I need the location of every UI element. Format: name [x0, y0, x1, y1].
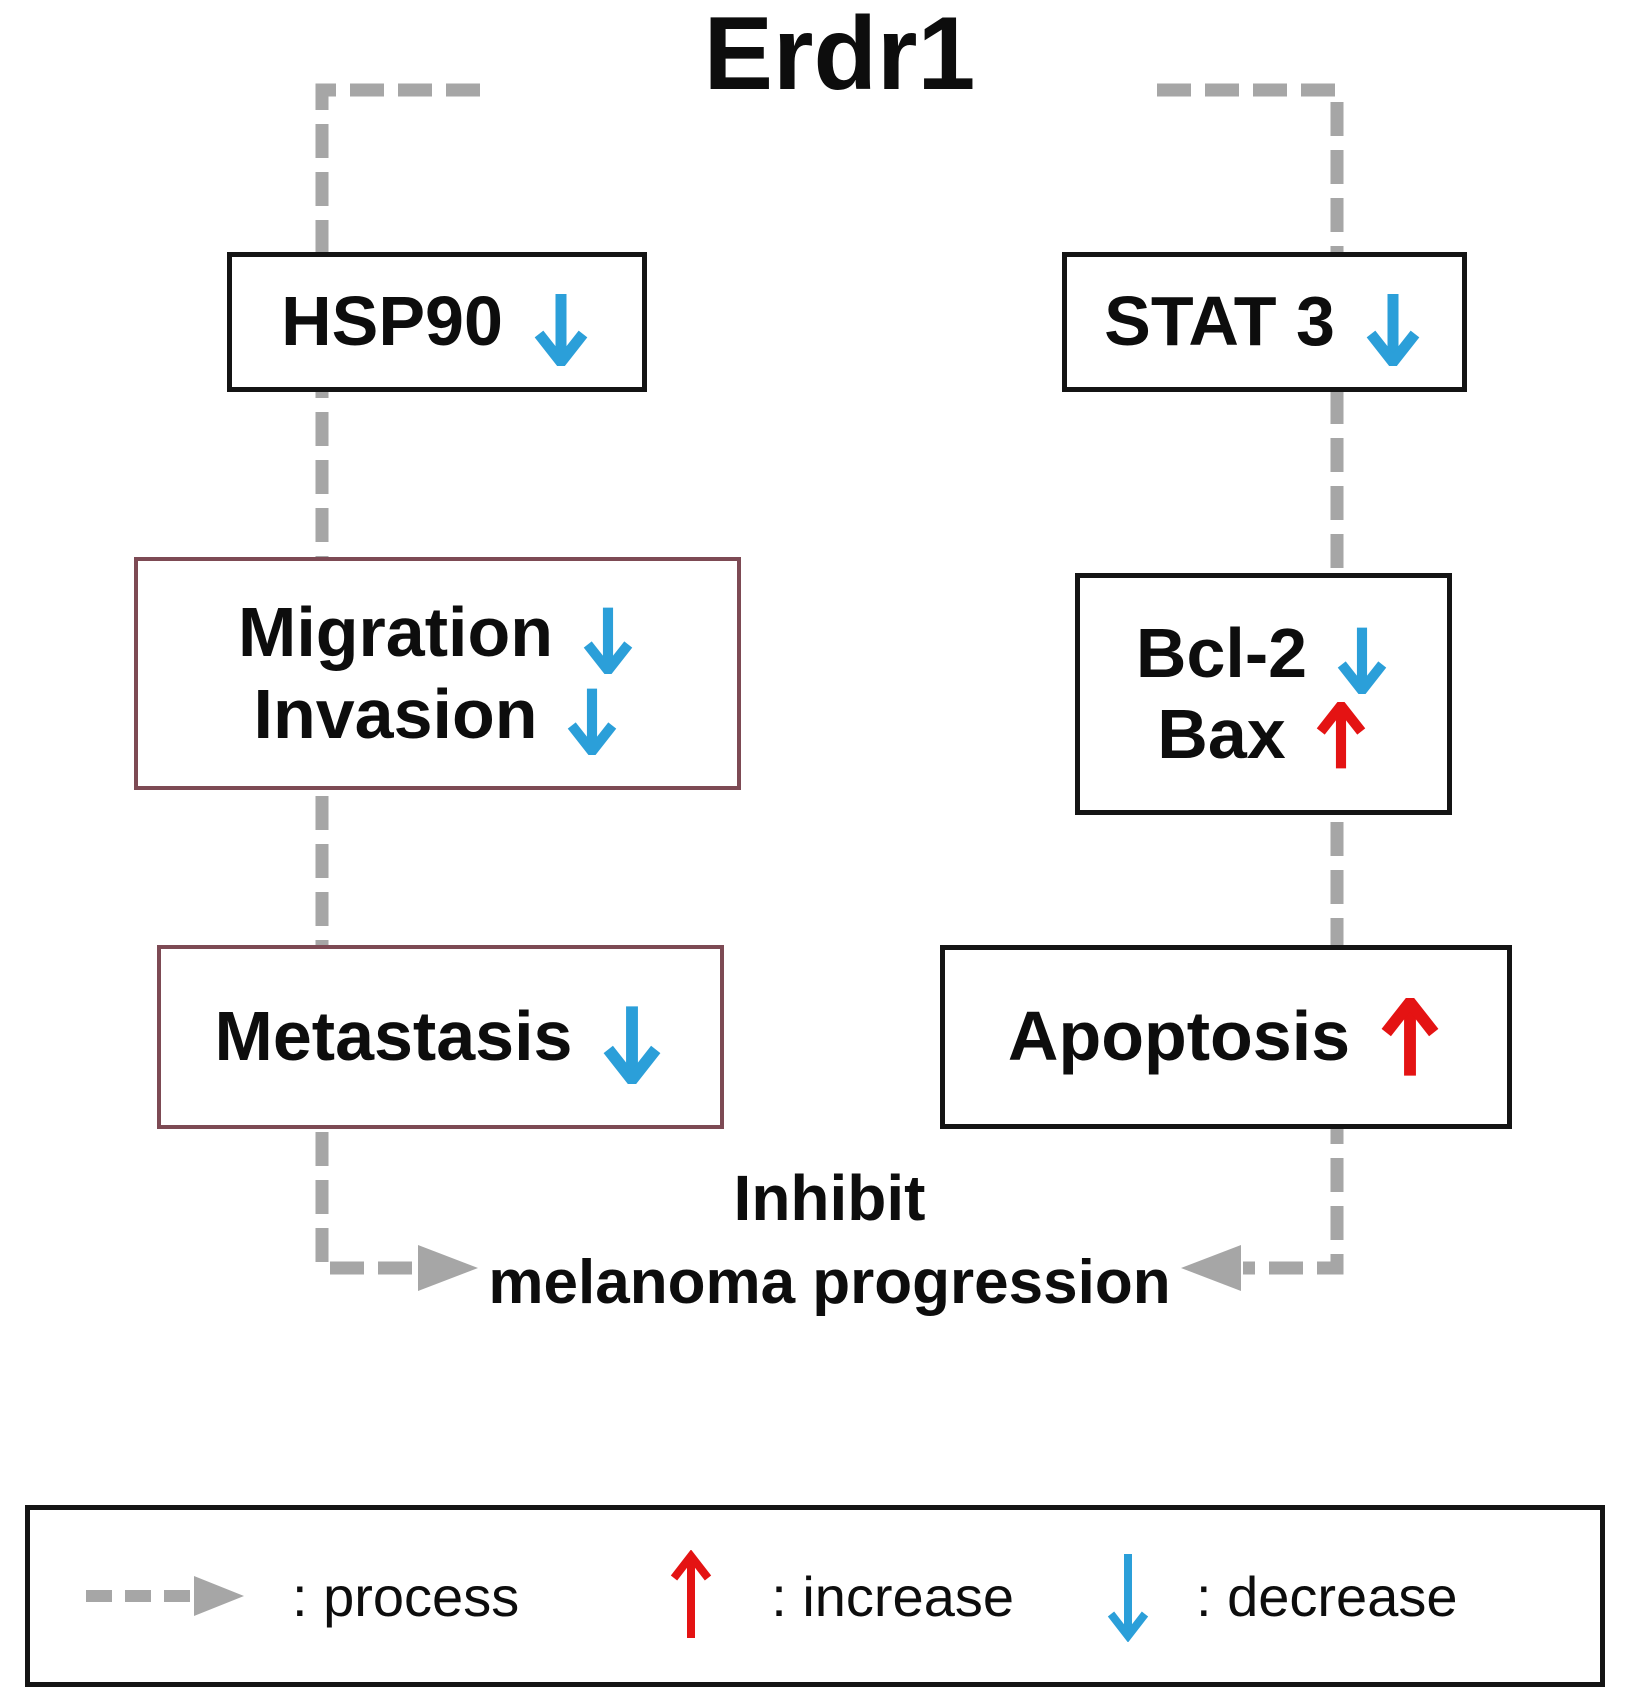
bcl2-label: Bcl-2	[1135, 613, 1308, 692]
migration-invasion-box: Migration Invasion	[134, 557, 741, 790]
stat3-label: STAT 3	[1104, 282, 1335, 361]
increase-arrow-icon	[669, 1549, 713, 1642]
bcl2-row: Bcl-2	[1135, 613, 1391, 695]
decrease-arrow-icon	[563, 679, 621, 756]
left-process-arrowhead-icon	[418, 1245, 478, 1291]
legend-box: : process : increase : decrease	[25, 1505, 1605, 1687]
invasion-row: Invasion	[253, 674, 622, 756]
decrease-arrow-icon	[579, 598, 637, 674]
hsp90-label: HSP90	[281, 282, 503, 361]
legend-increase-label: : increase	[771, 1564, 1014, 1628]
increase-arrow-icon	[1312, 700, 1370, 770]
apoptosis-label: Apoptosis	[1007, 997, 1351, 1076]
migration-label: Migration	[238, 593, 553, 671]
invasion-label: Invasion	[253, 674, 538, 753]
decrease-arrow-icon	[529, 284, 593, 366]
migration-row: Migration	[238, 593, 637, 674]
metastasis-label: Metastasis	[214, 997, 573, 1076]
outcome-text: Inhibit melanoma progression	[15, 1166, 1629, 1314]
bax-row: Bax	[1157, 695, 1370, 773]
increase-arrow-icon	[1376, 996, 1444, 1078]
bax-label: Bax	[1157, 695, 1286, 773]
process-dashed-arrow-icon	[82, 1573, 250, 1619]
apoptosis-row: Apoptosis	[1008, 996, 1444, 1078]
stat3-row: STAT 3	[1104, 282, 1425, 366]
diagram-title: Erdr1	[703, 0, 976, 112]
decrease-arrow-icon	[1333, 618, 1391, 695]
bcl2-bax-box: Bcl-2 Bax	[1075, 573, 1452, 815]
apoptosis-box: Apoptosis	[940, 945, 1512, 1129]
decrease-arrow-icon	[1361, 284, 1425, 366]
hsp90-box: HSP90	[227, 252, 647, 392]
metastasis-row: Metastasis	[214, 996, 667, 1084]
decrease-arrow-icon	[1106, 1550, 1150, 1643]
decrease-arrow-icon	[598, 996, 666, 1084]
stat3-box: STAT 3	[1062, 252, 1467, 392]
outcome-line1: Inhibit	[733, 1162, 926, 1234]
outcome-line2: melanoma progression	[488, 1248, 1171, 1317]
hsp90-row: HSP90	[281, 282, 593, 366]
metastasis-box: Metastasis	[157, 945, 724, 1129]
legend-decrease-label: : decrease	[1196, 1564, 1458, 1628]
legend-process-label: : process	[292, 1564, 520, 1628]
right-process-arrowhead-icon	[1181, 1245, 1241, 1291]
